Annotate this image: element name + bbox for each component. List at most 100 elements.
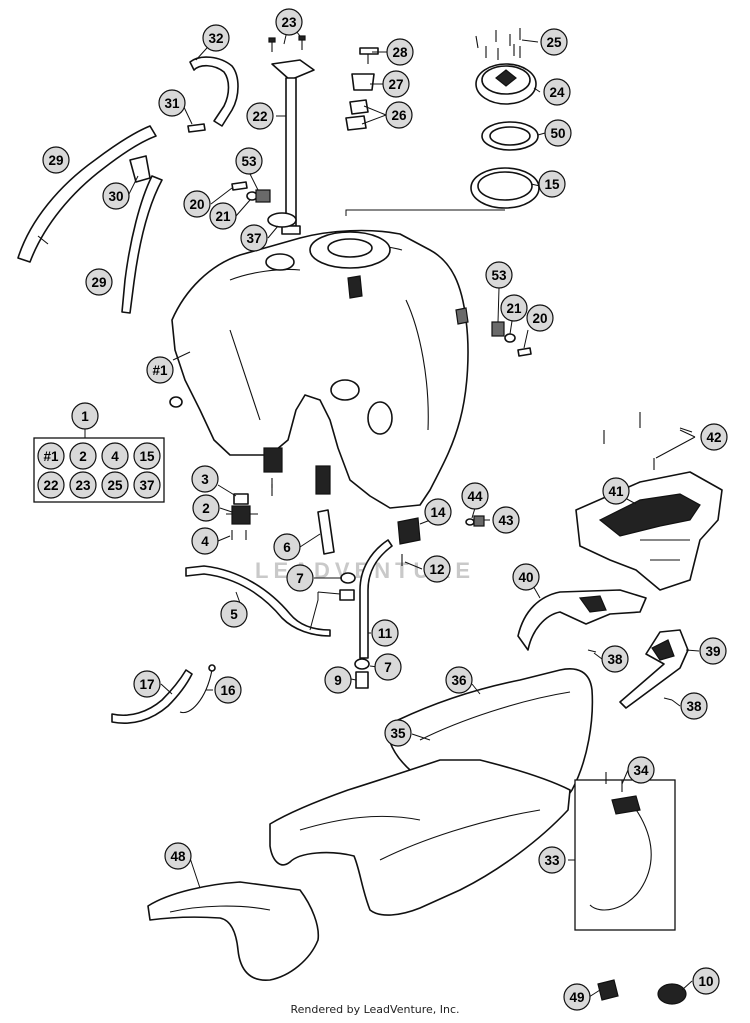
- nut-43: [473, 515, 485, 527]
- svg-text:4: 4: [201, 534, 209, 549]
- callout-14[interactable]: 14: [424, 498, 452, 526]
- clip-30: [129, 155, 151, 183]
- callout-44[interactable]: 44: [461, 482, 489, 510]
- svg-text:31: 31: [164, 96, 180, 111]
- svg-text:25: 25: [107, 478, 123, 493]
- nut-53-upper: [255, 189, 271, 203]
- callout-hash1[interactable]: #1: [146, 356, 174, 384]
- callout-22[interactable]: 22: [246, 102, 274, 130]
- svg-text:37: 37: [139, 478, 154, 493]
- callout-37[interactable]: 37: [240, 224, 268, 252]
- callout-41[interactable]: 41: [602, 477, 630, 505]
- hose-29-upper: [17, 125, 157, 263]
- callout-53-upper[interactable]: 53: [235, 147, 263, 175]
- callout-6[interactable]: 6: [273, 533, 301, 561]
- callout-29-lower[interactable]: 29: [85, 268, 113, 296]
- callout-36[interactable]: 36: [445, 666, 473, 694]
- kit-item-15[interactable]: 15: [133, 442, 161, 470]
- callout-49[interactable]: 49: [563, 983, 591, 1011]
- callout-7-upper[interactable]: 7: [286, 564, 314, 592]
- callout-30[interactable]: 30: [102, 182, 130, 210]
- svg-text:4: 4: [111, 449, 119, 464]
- callout-26[interactable]: 26: [385, 101, 413, 129]
- clamp-16: [179, 664, 216, 714]
- callout-50[interactable]: 50: [544, 119, 572, 147]
- rubber-26: [345, 99, 369, 131]
- fuel-pump-22: [271, 59, 315, 235]
- callout-2[interactable]: 2: [192, 494, 220, 522]
- kit-box-33: [574, 772, 676, 931]
- svg-text:17: 17: [139, 677, 154, 692]
- kit-item-4[interactable]: 4: [101, 442, 129, 470]
- bolts-23: [268, 35, 306, 52]
- bolt-38-upper: [587, 649, 597, 653]
- callout-25[interactable]: 25: [540, 28, 568, 56]
- svg-text:30: 30: [108, 189, 123, 204]
- kit-item-23[interactable]: 23: [69, 471, 97, 499]
- callout-31[interactable]: 31: [158, 89, 186, 117]
- callout-53-right[interactable]: 53: [485, 261, 513, 289]
- callout-16[interactable]: 16: [214, 676, 242, 704]
- callout-23[interactable]: 23: [275, 8, 303, 36]
- svg-text:20: 20: [532, 311, 547, 326]
- callout-39[interactable]: 39: [699, 637, 727, 665]
- callout-38-lower[interactable]: 38: [680, 692, 708, 720]
- part-49: [597, 979, 619, 1001]
- callout-5[interactable]: 5: [220, 600, 248, 628]
- callout-29-upper[interactable]: 29: [42, 146, 70, 174]
- valve-9: [355, 671, 369, 689]
- callout-33[interactable]: 33: [538, 846, 566, 874]
- callout-21-right[interactable]: 21: [500, 294, 528, 322]
- callout-7-lower[interactable]: 7: [374, 653, 402, 681]
- callout-17[interactable]: 17: [133, 670, 161, 698]
- callout-20-right[interactable]: 20: [526, 304, 554, 332]
- callout-32[interactable]: 32: [202, 24, 230, 52]
- callout-4[interactable]: 4: [191, 527, 219, 555]
- svg-text:23: 23: [281, 15, 297, 30]
- callout-20-upper[interactable]: 20: [183, 190, 211, 218]
- cover-48: [147, 881, 320, 981]
- callout-27[interactable]: 27: [382, 70, 410, 98]
- bracket-39: [619, 629, 689, 709]
- svg-text:49: 49: [569, 990, 584, 1005]
- screw-31: [187, 123, 206, 133]
- leader-lines: [84, 21, 700, 998]
- callout-12[interactable]: 12: [423, 555, 451, 583]
- callout-43[interactable]: 43: [492, 506, 520, 534]
- callout-35[interactable]: 35: [384, 719, 412, 747]
- svg-text:21: 21: [506, 301, 522, 316]
- callout-15[interactable]: 15: [538, 170, 566, 198]
- bolts-42: [603, 412, 693, 470]
- bracket-40: [517, 589, 647, 651]
- svg-text:40: 40: [518, 570, 533, 585]
- callout-10[interactable]: 10: [692, 967, 720, 995]
- clamp-7-lower: [354, 658, 370, 670]
- svg-text:#1: #1: [43, 449, 59, 464]
- callout-38-upper[interactable]: 38: [601, 645, 629, 673]
- mount-block: [263, 447, 283, 488]
- callout-3[interactable]: 3: [191, 465, 219, 493]
- callout-40[interactable]: 40: [512, 563, 540, 591]
- kit-item-25[interactable]: 25: [101, 471, 129, 499]
- svg-text:48: 48: [170, 849, 186, 864]
- kit-item-2[interactable]: 2: [69, 442, 97, 470]
- callout-11[interactable]: 11: [371, 619, 399, 647]
- bushing-27: [351, 73, 375, 91]
- svg-text:10: 10: [698, 974, 713, 989]
- callout-1[interactable]: 1: [71, 402, 99, 430]
- callout-48[interactable]: 48: [164, 842, 192, 870]
- svg-text:50: 50: [550, 126, 565, 141]
- kit-item-22[interactable]: 22: [37, 471, 65, 499]
- callout-34[interactable]: 34: [627, 756, 655, 784]
- svg-text:22: 22: [43, 478, 58, 493]
- callout-24[interactable]: 24: [543, 78, 571, 106]
- kit-item-37[interactable]: 37: [133, 471, 161, 499]
- svg-text:43: 43: [498, 513, 514, 528]
- callout-21-upper[interactable]: 21: [209, 202, 237, 230]
- svg-text:44: 44: [467, 489, 483, 504]
- screws-25: [475, 28, 521, 60]
- kit-item-hash1[interactable]: #1: [37, 442, 65, 470]
- callout-9[interactable]: 9: [324, 666, 352, 694]
- callout-42[interactable]: 42: [700, 423, 728, 451]
- callout-28[interactable]: 28: [386, 38, 414, 66]
